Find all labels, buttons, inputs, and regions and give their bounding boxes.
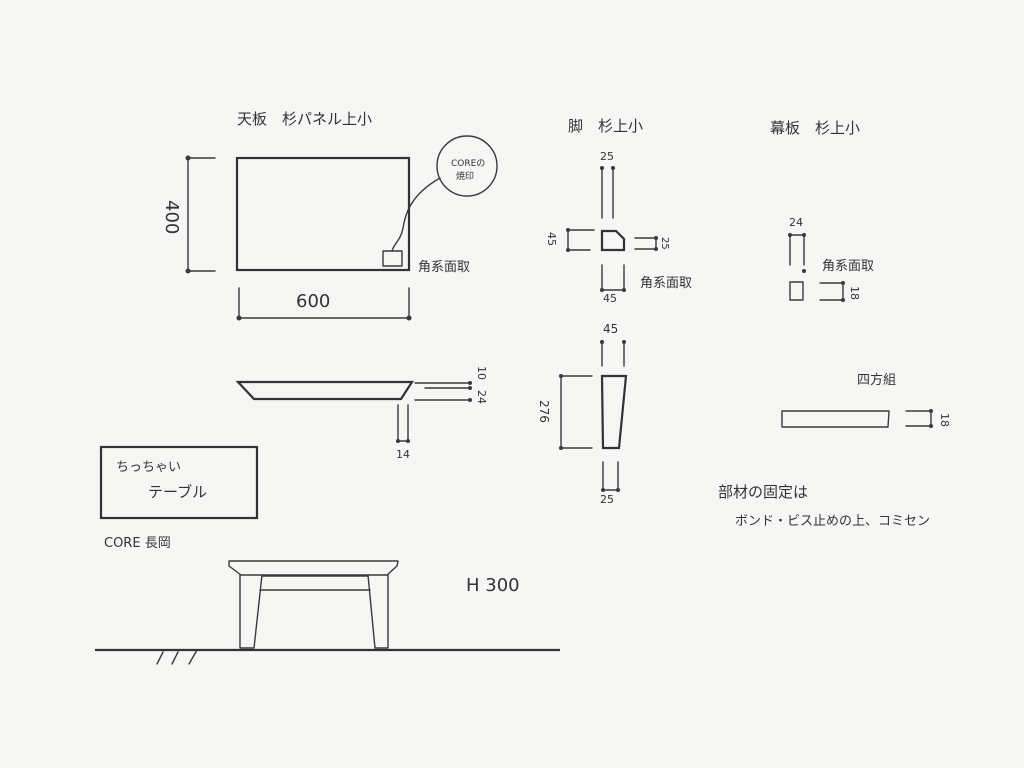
apron-detail: 幕板 杉上小 24 角系面取 18 四方組 18 xyxy=(770,119,951,428)
depth-dim-label: 400 xyxy=(161,200,182,234)
tabletop-chamfer: 角系面取 xyxy=(418,260,470,275)
leg-front-shape xyxy=(600,374,628,450)
leg-front-bottom: 25 xyxy=(600,493,614,506)
name-box xyxy=(99,445,259,520)
overall-height: H 300 xyxy=(466,575,520,596)
name-line2: テーブル xyxy=(148,483,207,501)
tabletop-section: 10 24 14 xyxy=(235,366,488,461)
brand-note-line2: 焼印 xyxy=(456,170,474,182)
edge-inset-label: 14 xyxy=(396,448,410,461)
apron-joint: 四方組 xyxy=(857,372,896,388)
leg-section-side: 25 xyxy=(659,237,670,250)
total-thickness-label: 24 xyxy=(475,390,488,404)
leg-section-shape xyxy=(600,229,626,252)
tabletop-title: 天板 杉パネル上小 xyxy=(237,110,372,128)
leg-detail: 脚 杉上小 25 45 25 45 角系面取 45 276 25 xyxy=(537,117,692,506)
brand-callout-circle xyxy=(436,135,498,197)
tabletop-outline xyxy=(235,156,411,272)
apron-title: 幕板 杉上小 xyxy=(770,119,860,137)
note-line2: ボンド・ビス止めの上、コミセン xyxy=(735,514,930,529)
top-thickness-label: 10 xyxy=(475,366,488,380)
leg-front-top: 45 xyxy=(603,322,618,336)
apron-joint-height: 18 xyxy=(938,413,951,427)
apron-width: 24 xyxy=(789,216,803,229)
leg-section-depth: 45 xyxy=(545,232,558,246)
apron-height: 18 xyxy=(848,286,861,300)
leg-title: 脚 杉上小 xyxy=(568,117,643,135)
apron-long-shape xyxy=(781,410,890,428)
width-dim-label: 600 xyxy=(296,291,330,312)
maker-label: CORE 長岡 xyxy=(104,536,171,551)
leg-chamfer: 角系面取 xyxy=(640,276,692,291)
leg-section-width: 45 xyxy=(603,292,617,305)
table-elevation xyxy=(95,560,560,665)
leg-top-width: 25 xyxy=(600,150,614,163)
apron-chamfer: 角系面取 xyxy=(822,259,874,274)
brand-mark-box xyxy=(382,250,403,267)
tabletop-plan: 天板 杉パネル上小 400 600 COREの 焼印 角系面取 xyxy=(161,110,498,321)
note-line1: 部材の固定は xyxy=(718,483,808,501)
leg-height: 276 xyxy=(537,400,551,423)
brand-note-line1: COREの xyxy=(451,159,485,169)
apron-section-shape xyxy=(789,281,804,301)
name-line1: ちっちゃい xyxy=(116,460,181,475)
